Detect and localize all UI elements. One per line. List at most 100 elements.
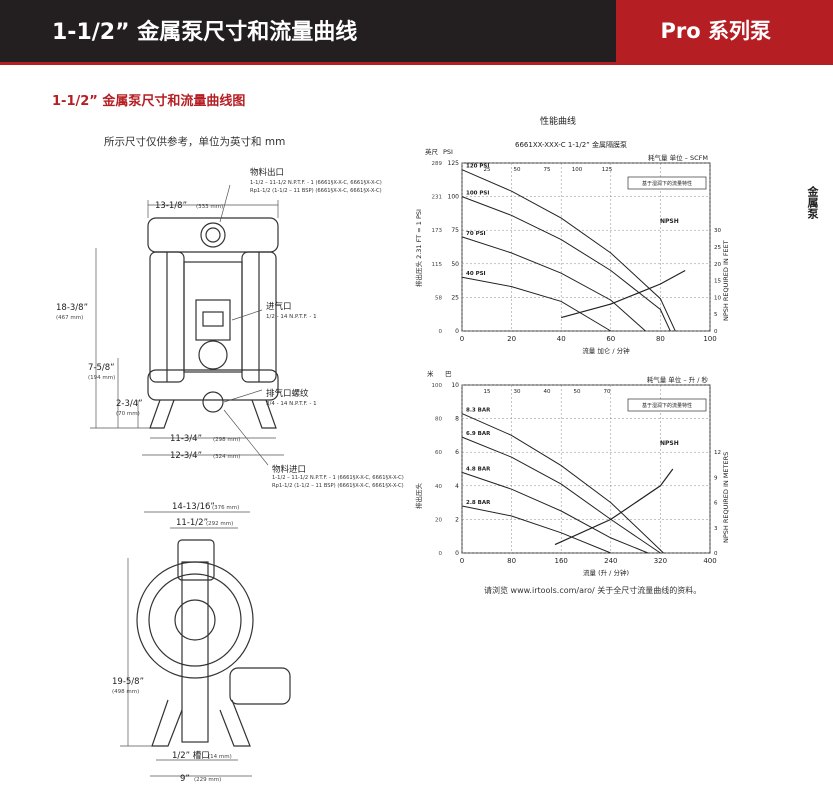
- dim-side-2-mm: (498 mm): [112, 689, 139, 695]
- chart1-x-axis-label: 流量 加仑 / 分钟: [582, 346, 630, 355]
- chart1-y-axis-label: 排出压头 2.31 FT = 1 PSI: [415, 209, 423, 287]
- dim-front-3: 2-3/4”: [116, 399, 143, 409]
- chart1-npsh-tick-label: 15: [714, 279, 721, 285]
- chart2-x-tick-label: 320: [654, 557, 667, 565]
- dimension-note: 所示尺寸仅供参考，单位为英寸和 mm: [104, 136, 286, 148]
- chart2-y2-tick-label: 60: [435, 450, 442, 456]
- chart2-y2-tick-label: 40: [435, 484, 442, 490]
- chart1-series-label: 40 PSI: [466, 271, 486, 277]
- dim-front-0: 13-1/8”: [155, 201, 187, 211]
- chart1-air-tick-label: 25: [484, 167, 491, 173]
- chart2-npsh-axis-label: NPSH REQUIRED IN METERS: [722, 452, 730, 543]
- chart2-air-tick-label: 30: [514, 389, 521, 395]
- chart2-npsh-tick-label: 3: [714, 526, 718, 532]
- chart2-x-axis-label: 流量 (升 / 分钟): [583, 568, 629, 577]
- chart1-npsh-tick-label: 30: [714, 228, 721, 234]
- chart2-npsh-tick-label: 0: [714, 551, 718, 557]
- chart1-x-tick-label: 60: [606, 335, 615, 343]
- chart1-npsh-label: NPSH: [660, 218, 679, 225]
- chart2-y2-tick-label: 20: [435, 517, 442, 523]
- chart1-x-tick-label: 80: [656, 335, 665, 343]
- chart2-air-tick-label: 50: [574, 389, 581, 395]
- dim-side-0-mm: (376 mm): [212, 505, 239, 511]
- chart1-series-line: [461, 236, 646, 332]
- chart2-series-line: [461, 471, 649, 554]
- chart1-series-label: 120 PSI: [466, 164, 489, 170]
- callout-air-title: 进气口: [266, 301, 292, 312]
- dim-front-4-mm: (298 mm): [213, 437, 240, 443]
- dim-front-0-mm: (333 mm): [196, 204, 223, 210]
- chart2-series-label: 8.3 BAR: [466, 408, 491, 414]
- callout-exhaust-title: 排气口螺纹: [266, 388, 309, 399]
- charts-model: 6661XX-XXX-C 1-1/2” 金属隔膜泵: [515, 141, 628, 149]
- chart2-series-label: 6.9 BAR: [466, 431, 491, 437]
- callout-outlet-line2: Rp1-1/2 (1-1/2 – 11 BSP) (6661§X-X-C, 66…: [250, 188, 382, 194]
- chart2-unit-bar: 巴: [445, 370, 452, 378]
- chart1-npsh-line: [561, 269, 686, 319]
- chart2-npsh-label: NPSH: [660, 440, 679, 447]
- chart1-npsh-tick-label: 0: [714, 329, 718, 335]
- chart2-air-tick-label: 70: [604, 389, 611, 395]
- chart2-y2-tick-label: 0: [439, 551, 443, 557]
- chart2-y2-tick-label: 100: [432, 383, 443, 389]
- chart1-x-tick-label: 40: [557, 335, 566, 343]
- dim-front-4: 11-3/4”: [170, 434, 202, 444]
- chart2-series-label: 2.8 BAR: [466, 500, 491, 506]
- chart1-y2-tick-label: 289: [432, 161, 443, 167]
- chart2-y-axis-label: 排出压头: [415, 483, 423, 510]
- dim-side-4-mm: (229 mm): [194, 777, 221, 783]
- chart1-y2-tick-label: 173: [432, 228, 443, 234]
- chart1-npsh-tick-label: 20: [714, 262, 721, 268]
- dim-front-5-mm: (324 mm): [213, 454, 240, 460]
- chart2-x-tick-label: 80: [507, 557, 516, 565]
- chart2-legend-text: 基于湿润下的流量特性: [642, 402, 692, 409]
- chart2-unit-m: 米: [427, 370, 434, 378]
- chart1-y-tick-label: 25: [451, 294, 459, 301]
- chart1-series-line: [461, 196, 671, 332]
- chart1-legend-text: 基于湿润下的流量特性: [642, 180, 692, 187]
- chart2-npsh-tick-label: 12: [714, 450, 721, 456]
- chart2-air-label: 耗气量 单位 – 升 / 秒: [647, 375, 709, 384]
- chart2-x-tick-label: 160: [555, 557, 568, 565]
- chart1-series-line: [461, 169, 676, 332]
- chart1-y-tick-label: 125: [448, 160, 460, 167]
- callout-inlet-title: 物料进口: [272, 465, 307, 475]
- charts-title: 性能曲线: [540, 117, 577, 127]
- chart1-series-label: 100 PSI: [466, 191, 489, 197]
- dim-side-3: 1/2” 槽口: [172, 750, 210, 761]
- chart2-x-tick-label: 400: [703, 557, 716, 565]
- chart2-y2-tick-label: 80: [435, 417, 442, 423]
- callout-inlet-line1: 1-1/2 – 11-1/2 N.P.T.F. - 1 (6661§X-X-C,…: [272, 475, 404, 481]
- dim-front-1: 18-3/8”: [56, 303, 88, 313]
- chart2-series-line: [461, 436, 661, 554]
- chart2-y-tick-label: 8: [455, 416, 459, 423]
- chart1-x-tick-label: 20: [507, 335, 516, 343]
- chart2-x-tick-label: 0: [460, 557, 464, 565]
- dim-side-2: 19-5/8”: [112, 677, 144, 687]
- series-title: Pro 系列泵: [660, 19, 772, 43]
- chart1-npsh-tick-label: 10: [714, 295, 721, 301]
- dim-side-0: 14-13/16”: [172, 502, 215, 512]
- chart1-y2-tick-label: 0: [439, 329, 443, 335]
- dim-side-3-mm: (14 mm): [208, 754, 232, 760]
- chart2-npsh-line: [554, 468, 674, 546]
- chart1-y-tick-label: 100: [448, 194, 460, 201]
- chart1-air-tick-label: 50: [514, 167, 521, 173]
- chart2-y-tick-label: 2: [455, 516, 459, 523]
- chart2-y-tick-label: 4: [455, 483, 459, 490]
- chart1-x-tick-label: 100: [703, 335, 716, 343]
- chart2-y-tick-label: 10: [451, 382, 459, 389]
- callout-outlet-title: 物料出口: [250, 167, 284, 178]
- chart2-series-line: [461, 505, 611, 554]
- header-series-block: [616, 0, 833, 62]
- dim-front-5: 12-3/4”: [170, 451, 202, 461]
- callout-exhaust-spec: 3/4 - 14 N.P.T.F. - 1: [266, 401, 317, 407]
- chart2-series-line: [461, 413, 664, 554]
- chart1-npsh-tick-label: 5: [714, 312, 718, 318]
- chart2-air-tick-label: 15: [484, 389, 491, 395]
- chart1-y-tick-label: 50: [451, 261, 459, 268]
- chart1-npsh-tick-label: 25: [714, 245, 721, 251]
- chart2-y-tick-label: 0: [455, 550, 459, 557]
